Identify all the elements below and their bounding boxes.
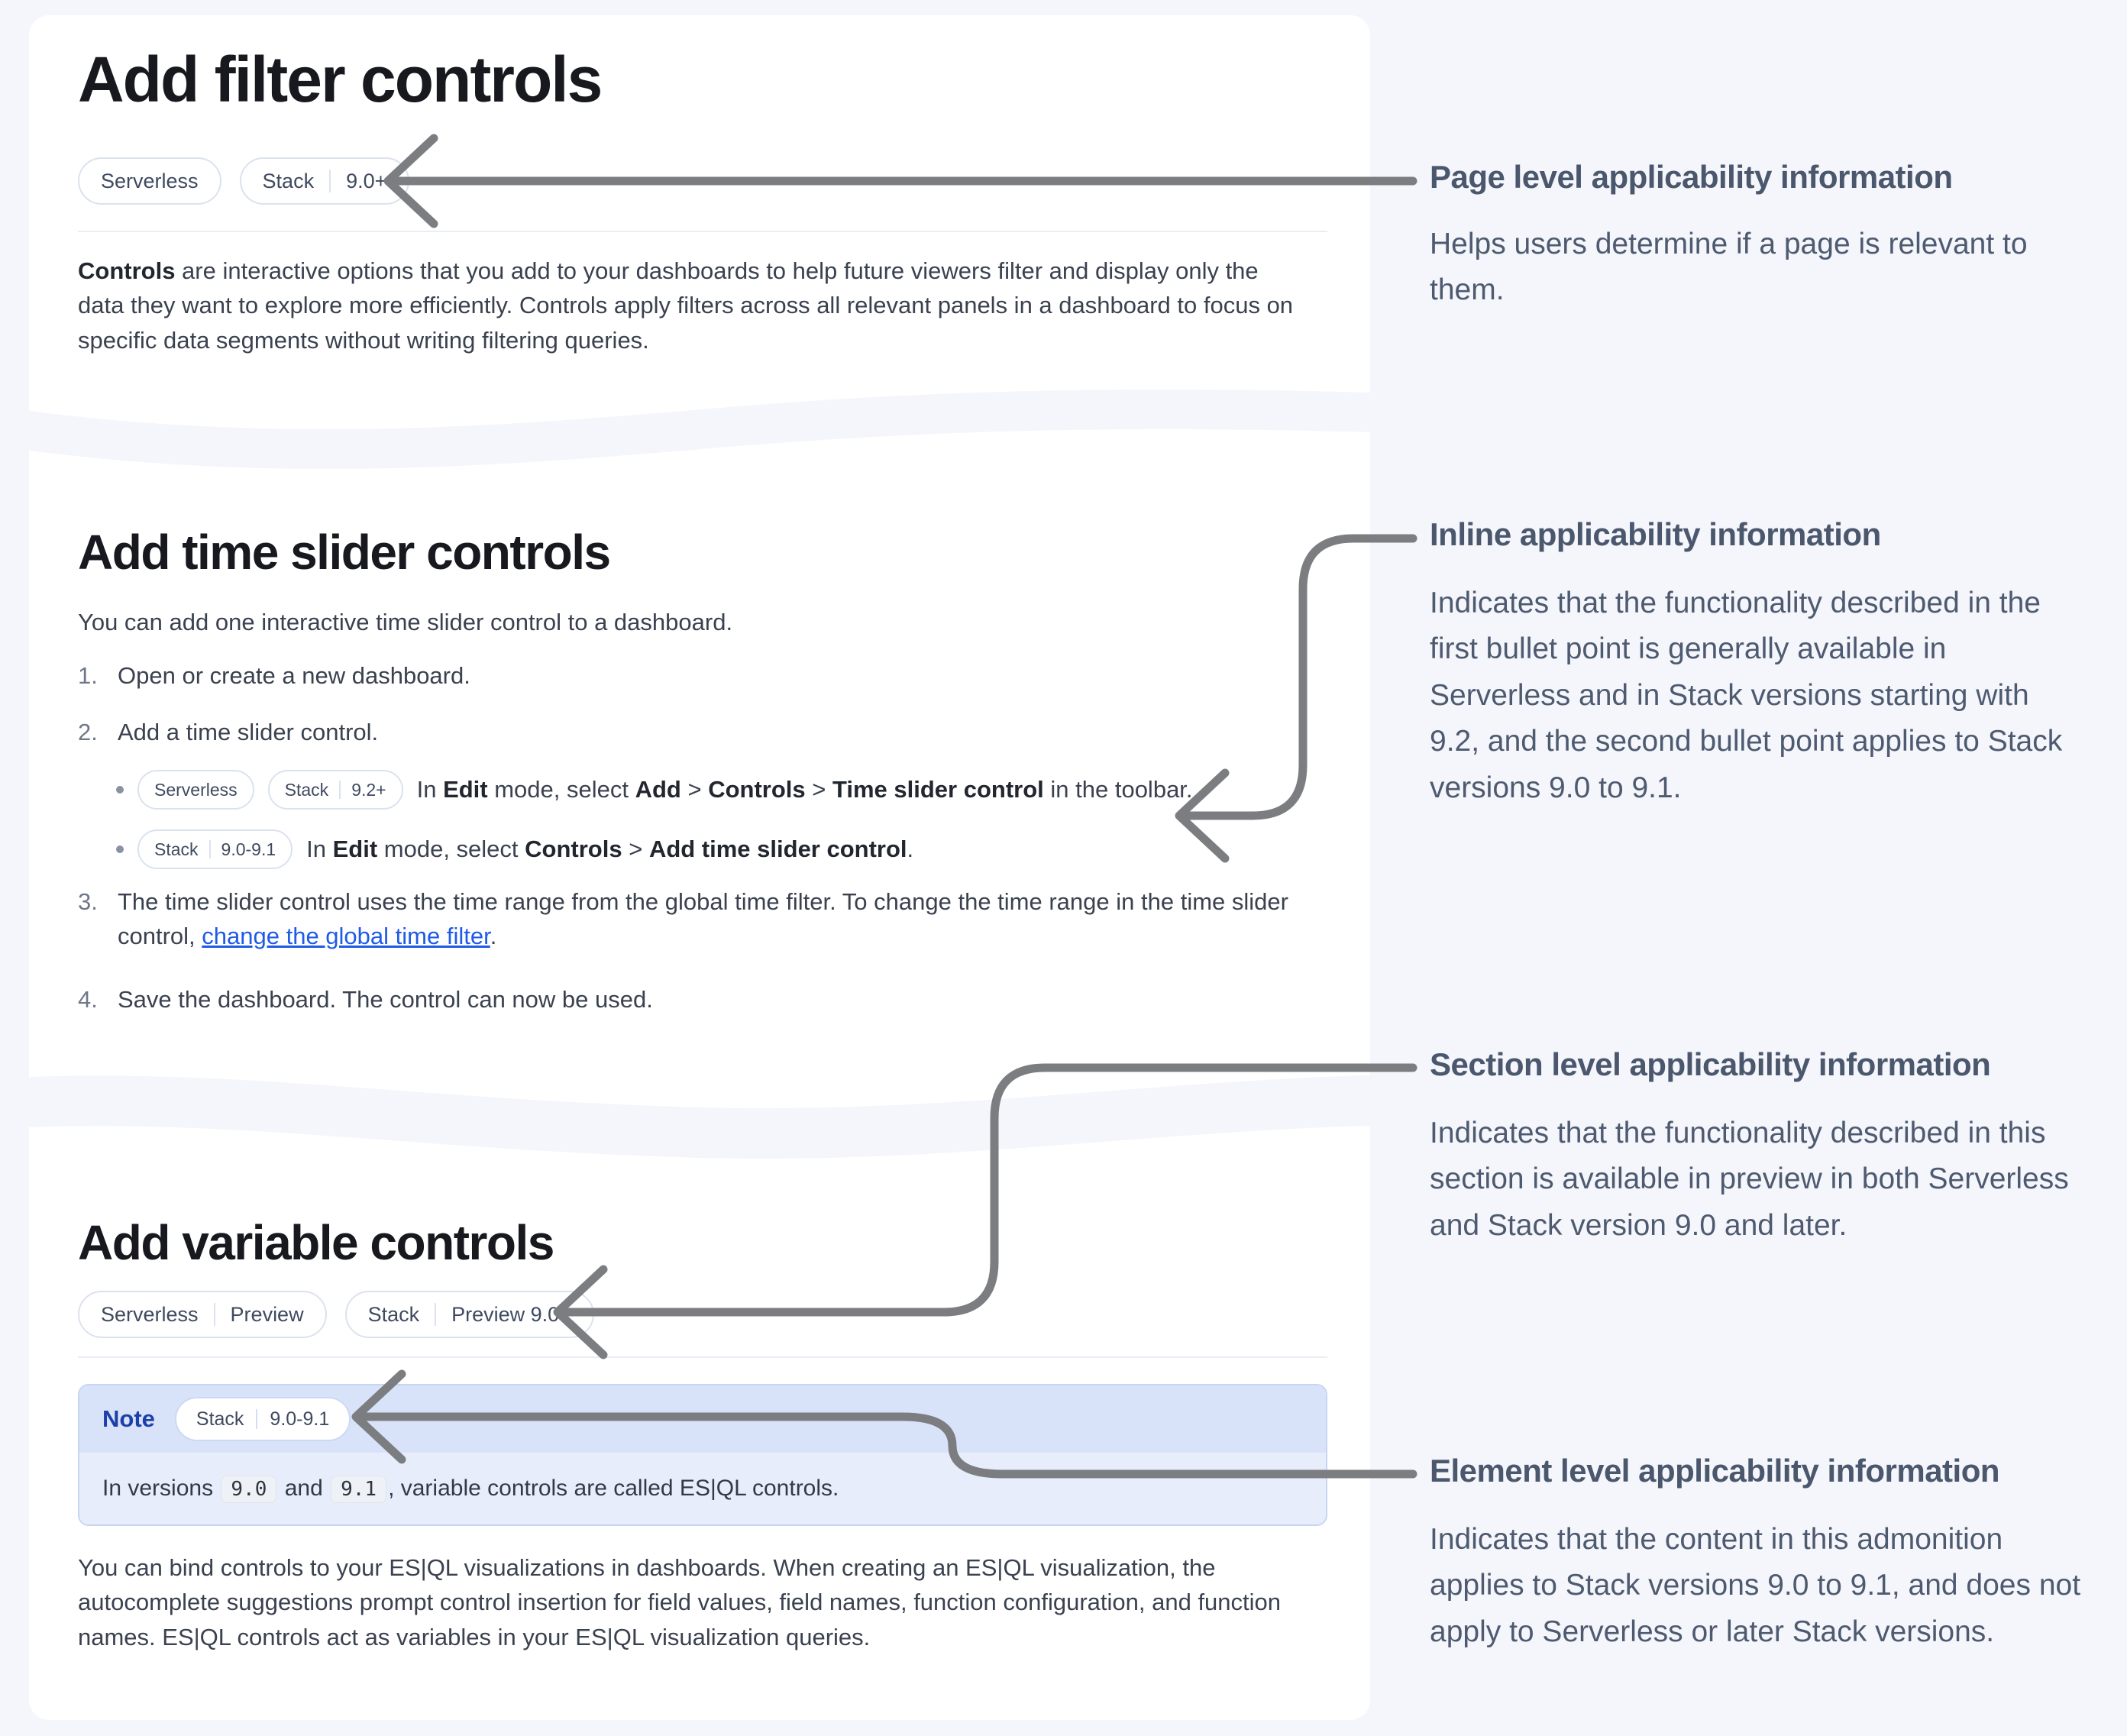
bullet-text: In Edit mode, select Add > Controls > Ti… [416, 776, 1193, 803]
time-slider-intro: You can add one interactive time slider … [78, 609, 733, 635]
note-label: Note [102, 1405, 155, 1432]
esql-paragraph: You can bind controls to your ES|QL visu… [78, 1554, 1282, 1650]
inline-link[interactable]: change the global time filter [202, 923, 490, 950]
annotation-title-inline: Inline applicability information [1430, 516, 1881, 552]
badge-part: Stack [154, 839, 199, 859]
step-marker: 4. [78, 986, 98, 1013]
applicability-badge-stack: Stack 9.0+ [239, 157, 410, 205]
note-header: Note Stack 9.0-9.1 [79, 1385, 1326, 1453]
badge-part: Stack [196, 1408, 244, 1430]
note-text: In versions 9.0 and 9.1, variable contro… [102, 1476, 839, 1503]
badge-part: 9.2+ [351, 779, 386, 800]
badge-part: Stack [284, 779, 329, 800]
badge-part: Serverless [101, 169, 199, 192]
step-text: The time slider control uses the time ra… [118, 888, 1288, 950]
step-text: Save the dashboard. The control can now … [118, 986, 653, 1013]
note-applicability-badge: Stack 9.0-9.1 [174, 1397, 351, 1441]
bullet-item-2: Stack 9.0-9.1 In Edit mode, select Contro… [116, 829, 913, 869]
applicability-badge-serverless: Serverless [78, 157, 221, 205]
badge-divider [435, 1303, 437, 1326]
section-badges: Serverless Preview Stack Preview 9.0+ [78, 1291, 594, 1338]
step-item-3: 3. The time slider control uses the time… [78, 884, 1300, 954]
badge-part: Serverless [154, 779, 238, 800]
badge-part: Stack [367, 1302, 420, 1326]
badge-divider [208, 840, 211, 858]
step-marker: 2. [78, 719, 98, 745]
page-badges: Serverless Stack 9.0+ [78, 157, 410, 205]
bullet-dot [116, 845, 124, 853]
section-divider [78, 1356, 1327, 1358]
step-item-4: 4. Save the dashboard. The control can n… [78, 982, 653, 1017]
bullet-dot [116, 786, 124, 794]
step-item-1: 1. Open or create a new dashboard. [78, 658, 470, 693]
note-admonition: Note Stack 9.0-9.1 In versions 9.0 and 9.… [78, 1384, 1327, 1526]
bullet-text: In Edit mode, select Controls > Add time… [306, 836, 914, 862]
badge-divider [339, 781, 341, 799]
annotation-title-element-level: Element level applicability information [1430, 1453, 2000, 1489]
inline-badge-stack-92: Stack 9.2+ [267, 770, 403, 810]
badge-part: 9.0-9.1 [221, 839, 276, 859]
step-text: Add a time slider control. [118, 719, 379, 745]
badge-part: Preview [230, 1302, 304, 1326]
inline-badge-stack-9091: Stack 9.0-9.1 [137, 829, 293, 869]
annotation-body-element-level: Indicates that the content in this admon… [1430, 1523, 2081, 1648]
annotation-body-page-level: Helps users determine if a page is relev… [1430, 228, 2028, 307]
step-marker: 1. [78, 662, 98, 689]
step-item-2: 2. Add a time slider control. [78, 715, 378, 749]
badge-part: 9.0+ [346, 169, 387, 192]
step-text: Open or create a new dashboard. [118, 662, 470, 689]
badge-divider [329, 170, 331, 192]
annotation-body-section-level: Indicates that the functionality describ… [1430, 1117, 2069, 1242]
inline-badge-serverless: Serverless [137, 770, 254, 810]
applicability-badge-stack-preview: Stack Preview 9.0+ [344, 1291, 594, 1338]
annotation-body-inline: Indicates that the functionality describ… [1430, 587, 2063, 804]
note-body: In versions 9.0 and 9.1, variable contro… [79, 1453, 1326, 1524]
badge-part: Serverless [101, 1302, 199, 1326]
intro-paragraph: Controls are interactive options that yo… [78, 257, 1294, 354]
annotation-title-page-level: Page level applicability information [1430, 159, 1953, 195]
bullet-item-1: Serverless Stack 9.2+ In Edit mode, selec… [116, 770, 1193, 810]
badge-divider [213, 1303, 215, 1326]
badge-divider [256, 1409, 258, 1429]
applicability-badge-serverless-preview: Serverless Preview [78, 1291, 327, 1338]
badge-part: 9.0-9.1 [270, 1408, 330, 1430]
section-title-time-slider: Add time slider controls [78, 525, 611, 580]
badge-part: Stack [262, 169, 315, 192]
section-divider [78, 231, 1327, 232]
page-title: Add filter controls [78, 44, 603, 115]
badge-part: Preview 9.0+ [451, 1302, 571, 1326]
annotation-title-section-level: Section level applicability information [1430, 1046, 1991, 1082]
step-marker: 3. [78, 888, 98, 915]
section-title-variable: Add variable controls [78, 1215, 554, 1270]
